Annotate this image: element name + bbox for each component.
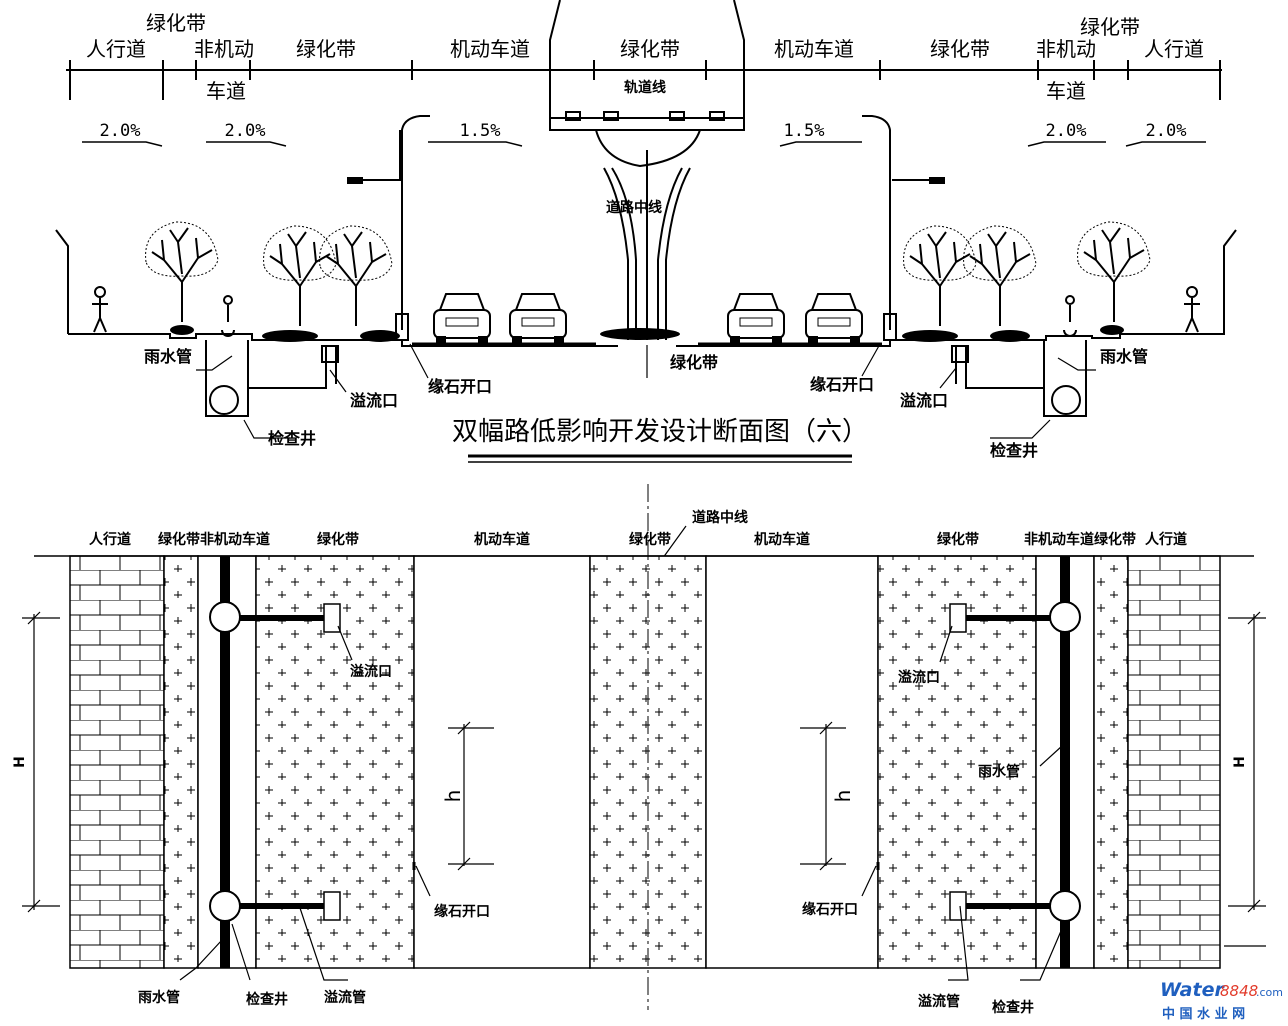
label-right-rain-pipe: 雨水管 bbox=[1100, 347, 1148, 366]
viaduct bbox=[549, 0, 745, 340]
svg-text:Water: Water bbox=[1160, 979, 1225, 1001]
zone-right-sidewalk: 人行道 bbox=[1144, 37, 1204, 61]
plan-right-overflow: 溢流口 bbox=[898, 669, 940, 686]
plan-right-overflow-pipe: 溢流管 bbox=[918, 993, 960, 1010]
label-left-curb-opening: 缘石开口 bbox=[428, 377, 492, 396]
label-left-overflow: 溢流口 bbox=[350, 391, 398, 410]
shrubs bbox=[170, 325, 1124, 342]
dim-h-left: h bbox=[441, 790, 465, 803]
svg-text:中 国 水 业 网: 中 国 水 业 网 bbox=[1162, 1006, 1245, 1022]
zone-right-motor: 机动车道 bbox=[774, 37, 854, 61]
dim-h-right: h bbox=[831, 790, 855, 803]
cross-section: 人行道 绿化带 非机动 车道 绿化带 机动车道 绿化带 机动车道 绿化带 非机动… bbox=[55, 0, 1237, 463]
zone-left-motor: 机动车道 bbox=[450, 37, 530, 61]
label-track-line: 轨道线 bbox=[624, 79, 666, 96]
dim-H-left: H bbox=[12, 756, 28, 768]
slope-right-bike: 2.0% bbox=[1046, 121, 1087, 141]
slope-left-bike: 2.0% bbox=[225, 121, 266, 141]
pedestrians bbox=[92, 286, 1200, 337]
zone-left-sidewalk: 人行道 bbox=[86, 37, 146, 61]
svg-text:.com: .com bbox=[1256, 986, 1283, 999]
zone-median: 绿化带 bbox=[620, 37, 680, 61]
plan-left-overflow-pipe: 溢流管 bbox=[324, 989, 366, 1006]
plan-right-curb-opening: 缘石开口 bbox=[802, 901, 858, 918]
slope-left-sidewalk: 2.0% bbox=[100, 121, 141, 141]
plan-header-right-bike-green: 非机动车道绿化带 bbox=[1024, 531, 1136, 548]
label-left-rain-pipe: 雨水管 bbox=[144, 347, 192, 366]
plan-header-median: 绿化带 bbox=[629, 531, 671, 548]
plan-header-left-green-wide: 绿化带 bbox=[317, 531, 359, 548]
zone-left-green-wide: 绿化带 bbox=[296, 37, 356, 61]
plan-header-right-sidewalk: 人行道 bbox=[1145, 531, 1187, 548]
slope-right-motor: 1.5% bbox=[784, 121, 825, 141]
section-title: 双幅路低影响开发设计断面图（六） bbox=[452, 417, 868, 447]
zone-left-green-narrow: 绿化带 bbox=[146, 11, 206, 35]
plan-header-left-motor: 机动车道 bbox=[474, 531, 530, 548]
plan-left-overflow: 溢流口 bbox=[350, 663, 392, 680]
plan-right-rain-pipe: 雨水管 bbox=[978, 763, 1020, 780]
plan-left-curb-opening: 缘石开口 bbox=[434, 903, 490, 920]
zone-left-bike-1: 非机动 bbox=[194, 37, 254, 61]
zone-left-bike-2: 车道 bbox=[206, 79, 246, 103]
watermark-logo: Water 8848 .com 中 国 水 业 网 bbox=[1160, 979, 1283, 1022]
plan-right-inspection: 检查井 bbox=[992, 999, 1034, 1016]
plan-header-right-green-wide: 绿化带 bbox=[937, 531, 979, 548]
label-right-overflow: 溢流口 bbox=[900, 391, 948, 410]
plan-header-left-green-bike: 绿化带非机动车道 bbox=[158, 531, 270, 548]
label-left-inspection: 检查井 bbox=[268, 429, 316, 448]
zone-right-green-narrow: 绿化带 bbox=[1080, 15, 1140, 39]
plan-left-rain-pipe: 雨水管 bbox=[138, 989, 180, 1006]
slope-left-motor: 1.5% bbox=[460, 121, 501, 141]
zone-right-green-wide: 绿化带 bbox=[930, 37, 990, 61]
street-lights bbox=[347, 115, 945, 341]
zone-right-bike-1: 非机动 bbox=[1036, 37, 1096, 61]
zone-right-bike-2: 车道 bbox=[1046, 79, 1086, 103]
plan-header-right-motor: 机动车道 bbox=[754, 531, 810, 548]
plan-centerline-label: 道路中线 bbox=[692, 509, 748, 526]
svg-text:8848: 8848 bbox=[1220, 982, 1258, 1000]
label-median-green: 绿化带 bbox=[670, 353, 718, 372]
plan-left-inspection: 检查井 bbox=[246, 991, 288, 1008]
slope-right-sidewalk: 2.0% bbox=[1146, 121, 1187, 141]
label-right-curb-opening: 缘石开口 bbox=[810, 375, 874, 394]
dim-H-right: H bbox=[1232, 756, 1248, 768]
label-centerline-top: 道路中线 bbox=[606, 199, 662, 216]
plan-header-left-sidewalk: 人行道 bbox=[89, 531, 131, 548]
plan-view: 人行道 绿化带非机动车道 绿化带 机动车道 绿化带 机动车道 绿化带 非机动车道… bbox=[12, 484, 1266, 1016]
label-right-inspection: 检查井 bbox=[990, 441, 1038, 460]
